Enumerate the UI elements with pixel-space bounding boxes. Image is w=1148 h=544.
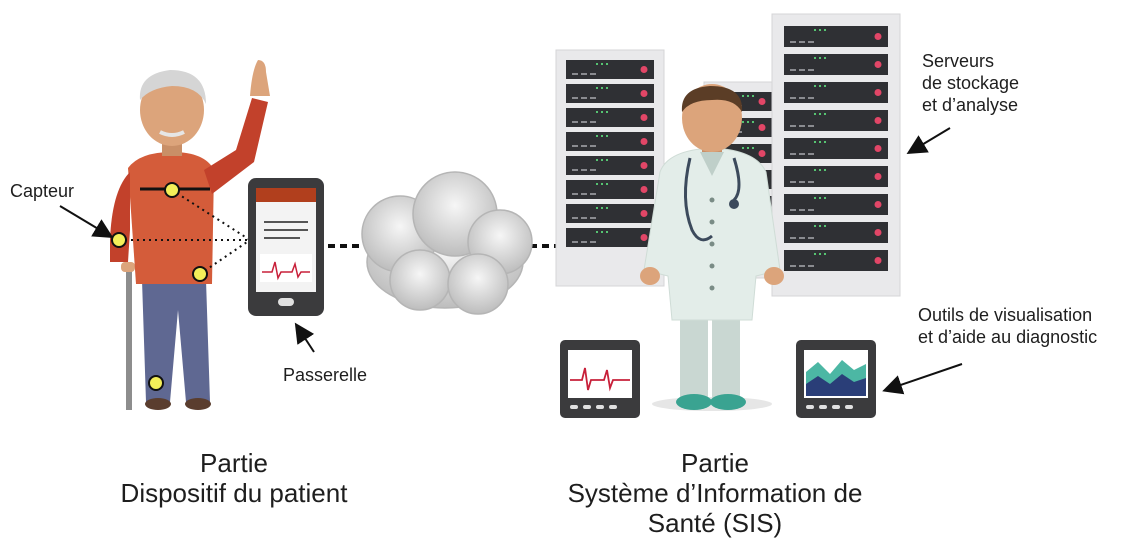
server-led	[640, 138, 648, 145]
label-tools-line-1: Outils de visualisation	[918, 305, 1093, 325]
server-slot	[784, 110, 888, 131]
patient-shoe-left	[145, 398, 171, 410]
server-slot	[784, 222, 888, 243]
server-led	[640, 210, 648, 217]
server-led	[874, 117, 882, 124]
caption-sis-side: Partie Système d’Information de Santé (S…	[520, 448, 910, 538]
server-slot	[784, 26, 888, 47]
sensor-chest	[164, 182, 180, 198]
doctor-figure	[640, 84, 784, 411]
server-slot	[566, 108, 654, 127]
server-led	[640, 114, 648, 121]
server-rack-right	[771, 13, 901, 297]
cloud-icon	[361, 171, 533, 315]
patient-figure	[110, 60, 270, 410]
patient-raised-hand	[250, 60, 270, 96]
monitor-ecg	[560, 340, 640, 418]
server-led	[640, 234, 648, 241]
cane	[126, 270, 132, 410]
patient-head	[140, 74, 204, 146]
server-slot	[784, 166, 888, 187]
caption-sis-line-3: Santé (SIS)	[647, 508, 783, 538]
gateway-phone	[248, 178, 324, 316]
server-led	[874, 89, 882, 96]
phone-home-button	[278, 298, 294, 306]
server-slot	[566, 180, 654, 199]
arrow-servers	[906, 127, 951, 155]
label-gateway: Passerelle	[283, 365, 368, 385]
label-sensor: Capteur	[10, 181, 75, 201]
server-led	[874, 173, 882, 180]
sensors	[111, 182, 208, 391]
label-servers-line-3: et d’analyse	[922, 95, 1019, 115]
patient-shirt	[128, 152, 214, 284]
label-servers-line-1: Serveurs	[922, 51, 995, 71]
server-slot	[784, 250, 888, 271]
server-led	[640, 162, 648, 169]
server-led	[640, 90, 648, 97]
server-led	[874, 145, 882, 152]
server-led	[874, 201, 882, 208]
server-slot	[566, 204, 654, 223]
phone-ecg-panel	[260, 254, 312, 282]
monitor-chart	[796, 340, 876, 418]
doctor-shoe-right	[710, 394, 746, 410]
arrow-tools	[882, 363, 963, 395]
arrow-gateway	[294, 322, 315, 353]
patient-hair	[139, 70, 206, 104]
server-slot	[566, 60, 654, 79]
phone-header	[256, 188, 316, 202]
patient-mustache	[159, 130, 185, 137]
sensor-ankle	[148, 375, 164, 391]
server-slot	[566, 132, 654, 151]
server-led	[640, 66, 648, 73]
cane-hand	[121, 262, 135, 272]
sensor-hip	[192, 266, 208, 282]
server-led	[874, 229, 882, 236]
server-led	[758, 150, 766, 157]
caption-sis-line-2: Système d’Information de	[567, 478, 863, 508]
doctor-coat	[643, 147, 781, 321]
label-tools-line-2: et d’aide au diagnostic	[918, 327, 1098, 347]
patient-right-arm	[204, 98, 268, 194]
server-led	[758, 98, 766, 105]
monitor-ecg-line	[570, 367, 630, 392]
stethoscope	[683, 157, 713, 242]
server-slot	[566, 156, 654, 175]
patient-pants	[142, 280, 210, 402]
patient-left-arm	[110, 172, 130, 262]
server-slot	[784, 194, 888, 215]
server-slot	[784, 138, 888, 159]
label-servers-line-2: de stockage	[922, 73, 1020, 93]
arrow-sensor	[59, 205, 114, 239]
server-slot	[784, 54, 888, 75]
caption-patient-line-1: Partie	[200, 448, 268, 478]
server-led	[640, 186, 648, 193]
server-led	[874, 61, 882, 68]
sensor-wrist	[111, 232, 127, 248]
doctor-hair	[681, 86, 743, 112]
server-led	[874, 33, 882, 40]
label-tools: Outils de visualisation et d’aide au dia…	[918, 304, 1097, 348]
server-led	[758, 124, 766, 131]
server-slot	[566, 84, 654, 103]
caption-sis-line-1: Partie	[681, 448, 749, 478]
phone-ecg-line	[262, 261, 310, 281]
patient-shoe-right	[185, 398, 211, 410]
doctor-shoe-left	[676, 394, 712, 410]
sensor-links	[119, 189, 251, 275]
label-servers: Serveurs de stockage et d’analyse	[922, 50, 1019, 116]
server-slot	[784, 82, 888, 103]
caption-patient-side: Partie Dispositif du patient	[84, 448, 384, 508]
server-slot	[566, 228, 654, 247]
caption-patient-line-2: Dispositif du patient	[120, 478, 348, 508]
server-led	[874, 257, 882, 264]
server-rack-left	[555, 49, 665, 287]
